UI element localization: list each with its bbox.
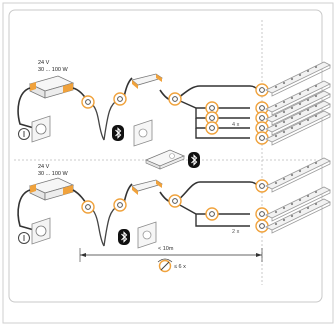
connector-icon xyxy=(205,207,219,221)
wall-switch-icon xyxy=(137,221,157,249)
connector-icon xyxy=(205,121,219,135)
bluetooth-icon xyxy=(111,124,125,142)
top-psu-voltage: 24 V xyxy=(38,60,50,66)
wall-switch-icon xyxy=(133,119,153,147)
connector-icon xyxy=(255,207,269,221)
connector-icon xyxy=(255,131,269,145)
bottom-psu-voltage: 24 V xyxy=(38,164,50,170)
connector-icon xyxy=(255,219,269,233)
distance-label: < 10m xyxy=(158,246,174,252)
connector-icon xyxy=(168,92,182,106)
wall-socket-icon xyxy=(31,115,51,143)
connector-icon xyxy=(168,194,182,208)
bluetooth-icon xyxy=(187,151,201,169)
top-diagram: 24 V 30 ... 100 W xyxy=(17,60,331,147)
top-multiplier: 4 x xyxy=(232,122,240,128)
distance-dimension xyxy=(79,248,263,262)
wall-socket-icon xyxy=(31,217,51,245)
plug-icon xyxy=(18,232,30,244)
bottom-multiplier: 2 x xyxy=(232,229,240,235)
top-psu-power: 30 ... 100 W xyxy=(38,67,68,73)
remote-control-icon xyxy=(144,149,186,170)
power-supply-icon xyxy=(28,177,75,201)
led-strip-icon xyxy=(265,157,331,193)
controller-icon xyxy=(131,179,163,195)
wireless-icon xyxy=(157,258,173,273)
bottom-diagram: 24 V 30 ... 100 W xyxy=(17,157,331,273)
connector-icon xyxy=(81,95,95,109)
led-strip-icon xyxy=(265,61,331,97)
bluetooth-icon xyxy=(117,228,131,246)
connector-icon xyxy=(113,198,127,212)
connector-icon xyxy=(113,92,127,106)
power-supply-icon xyxy=(28,75,75,99)
bottom-psu-power: 30 ... 100 W xyxy=(38,171,68,177)
controller-icon xyxy=(131,73,163,89)
connector-icon xyxy=(81,200,95,214)
plug-icon xyxy=(18,128,30,140)
max-devices-label: ≤ 6 x xyxy=(174,264,186,270)
